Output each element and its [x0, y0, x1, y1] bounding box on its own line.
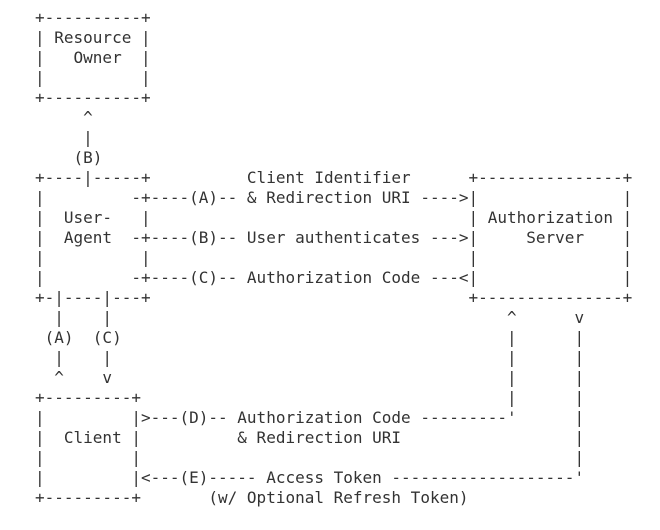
ascii-line: | Resource |	[35, 28, 151, 47]
ascii-line: ^	[35, 108, 93, 127]
ascii-line: | |<---(E)----- Access Token -----------…	[35, 468, 585, 487]
ascii-line: +-|----|---+ +---------------+	[35, 288, 633, 307]
ascii-line: | | | |	[35, 248, 633, 267]
ascii-line: +----------+	[35, 8, 151, 27]
ascii-line: | -+----(A)-- & Redirection URI ---->| |	[35, 188, 633, 207]
ascii-line: +----------+	[35, 88, 151, 107]
ascii-line: | -+----(C)-- Authorization Code ---<| |	[35, 268, 633, 287]
ascii-line: (B)	[35, 148, 103, 167]
ascii-line: | Owner |	[35, 48, 151, 67]
ascii-line: | | |	[35, 448, 585, 467]
ascii-line: +----|-----+ Client Identifier +--------…	[35, 168, 633, 187]
ascii-line: | | | |	[35, 348, 585, 367]
ascii-line: +---------+ | |	[35, 388, 585, 407]
ascii-line: +---------+ (w/ Optional Refresh Token)	[35, 488, 469, 507]
ascii-line: | |>---(D)-- Authorization Code --------…	[35, 408, 585, 427]
ascii-line: |	[35, 128, 93, 147]
oauth-authorization-code-flow-diagram: +----------+ | Resource | | Owner | | | …	[35, 8, 632, 508]
ascii-line: (A) (C) | |	[35, 328, 585, 347]
ascii-line: | Agent -+----(B)-- User authenticates -…	[35, 228, 633, 247]
ascii-line: ^ v | |	[35, 368, 585, 387]
ascii-line: | Client | & Redirection URI |	[35, 428, 585, 447]
ascii-line: | User- | | Authorization |	[35, 208, 633, 227]
ascii-line: | |	[35, 68, 151, 87]
ascii-line: | | ^ v	[35, 308, 585, 327]
